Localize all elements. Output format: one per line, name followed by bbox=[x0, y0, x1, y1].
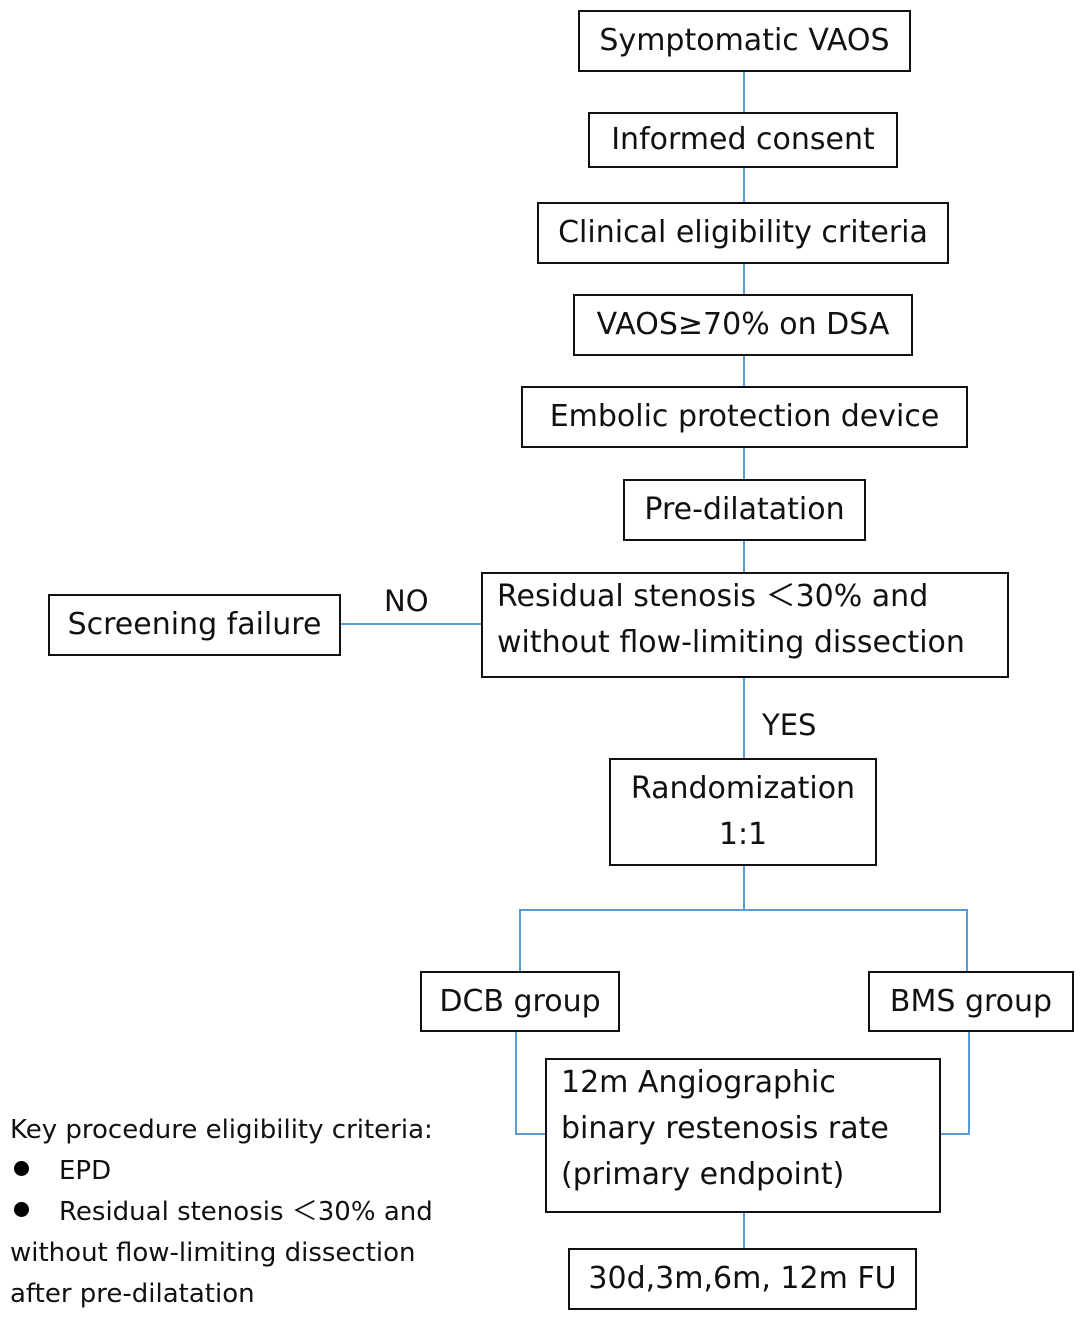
box-primary-endpoint-line3: (primary endpoint) bbox=[561, 1157, 845, 1192]
connector-split-dcb bbox=[519, 909, 744, 971]
yes-label: YES bbox=[762, 708, 817, 742]
box-residual-stenosis-line1: Residual stenosis ＜30% and bbox=[497, 579, 929, 614]
connector-split-bms bbox=[744, 909, 968, 971]
key-item-residual-text: Residual stenosis ＜30% and bbox=[59, 1197, 433, 1227]
box-screening-failure-label: Screening failure bbox=[67, 607, 322, 642]
box-primary-endpoint: 12m Angiographic binary restenosis rate … bbox=[545, 1058, 941, 1213]
key-procedure-criteria: Key procedure eligibility criteria: EPD … bbox=[10, 1110, 433, 1315]
box-clinical-eligibility-label: Clinical eligibility criteria bbox=[558, 215, 928, 250]
box-symptomatic-vaos: Symptomatic VAOS bbox=[578, 10, 911, 72]
bullet-icon bbox=[14, 1161, 29, 1176]
box-residual-stenosis: Residual stenosis ＜30% and without flow-… bbox=[481, 572, 1009, 678]
box-dcb-group-label: DCB group bbox=[439, 983, 601, 1019]
box-embolic-protection-label: Embolic protection device bbox=[549, 399, 940, 434]
box-pre-dilatation: Pre-dilatation bbox=[623, 479, 866, 541]
box-bms-group-label: BMS group bbox=[889, 983, 1053, 1019]
box-residual-stenosis-line2: without flow-limiting dissection bbox=[497, 625, 965, 660]
box-informed-consent: Informed consent bbox=[588, 112, 898, 168]
box-vaos-dsa-label: VAOS≥70% on DSA bbox=[596, 307, 890, 342]
key-item-epd-text: EPD bbox=[59, 1156, 112, 1186]
box-embolic-protection: Embolic protection device bbox=[521, 386, 968, 448]
key-item-residual: Residual stenosis ＜30% and bbox=[10, 1192, 433, 1233]
box-screening-failure: Screening failure bbox=[48, 594, 341, 656]
box-dcb-group: DCB group bbox=[420, 971, 620, 1032]
box-bms-group: BMS group bbox=[868, 971, 1074, 1032]
bullet-icon bbox=[14, 1202, 29, 1217]
box-randomization: Randomization 1:1 bbox=[609, 758, 877, 866]
box-randomization-line1: Randomization bbox=[630, 771, 856, 806]
box-informed-consent-label: Informed consent bbox=[611, 122, 875, 157]
key-item-epd: EPD bbox=[10, 1151, 433, 1192]
box-primary-endpoint-line1: 12m Angiographic bbox=[561, 1065, 836, 1100]
box-follow-up: 30d,3m,6m, 12m FU bbox=[568, 1248, 917, 1310]
no-label: NO bbox=[384, 584, 429, 618]
box-randomization-line2: 1:1 bbox=[718, 817, 768, 852]
key-continuation-1: without flow-limiting dissection bbox=[10, 1238, 416, 1268]
key-continuation-2: after pre-dilatation bbox=[10, 1279, 255, 1309]
key-title: Key procedure eligibility criteria: bbox=[10, 1115, 433, 1145]
box-symptomatic-vaos-label: Symptomatic VAOS bbox=[599, 23, 890, 58]
box-pre-dilatation-label: Pre-dilatation bbox=[644, 492, 845, 527]
box-follow-up-label: 30d,3m,6m, 12m FU bbox=[588, 1261, 897, 1296]
box-clinical-eligibility: Clinical eligibility criteria bbox=[537, 202, 949, 264]
connector-bms-endpoint bbox=[941, 1032, 970, 1135]
box-vaos-dsa: VAOS≥70% on DSA bbox=[573, 294, 913, 356]
box-primary-endpoint-line2: binary restenosis rate bbox=[561, 1111, 889, 1146]
connector-dcb-endpoint bbox=[515, 1032, 545, 1135]
